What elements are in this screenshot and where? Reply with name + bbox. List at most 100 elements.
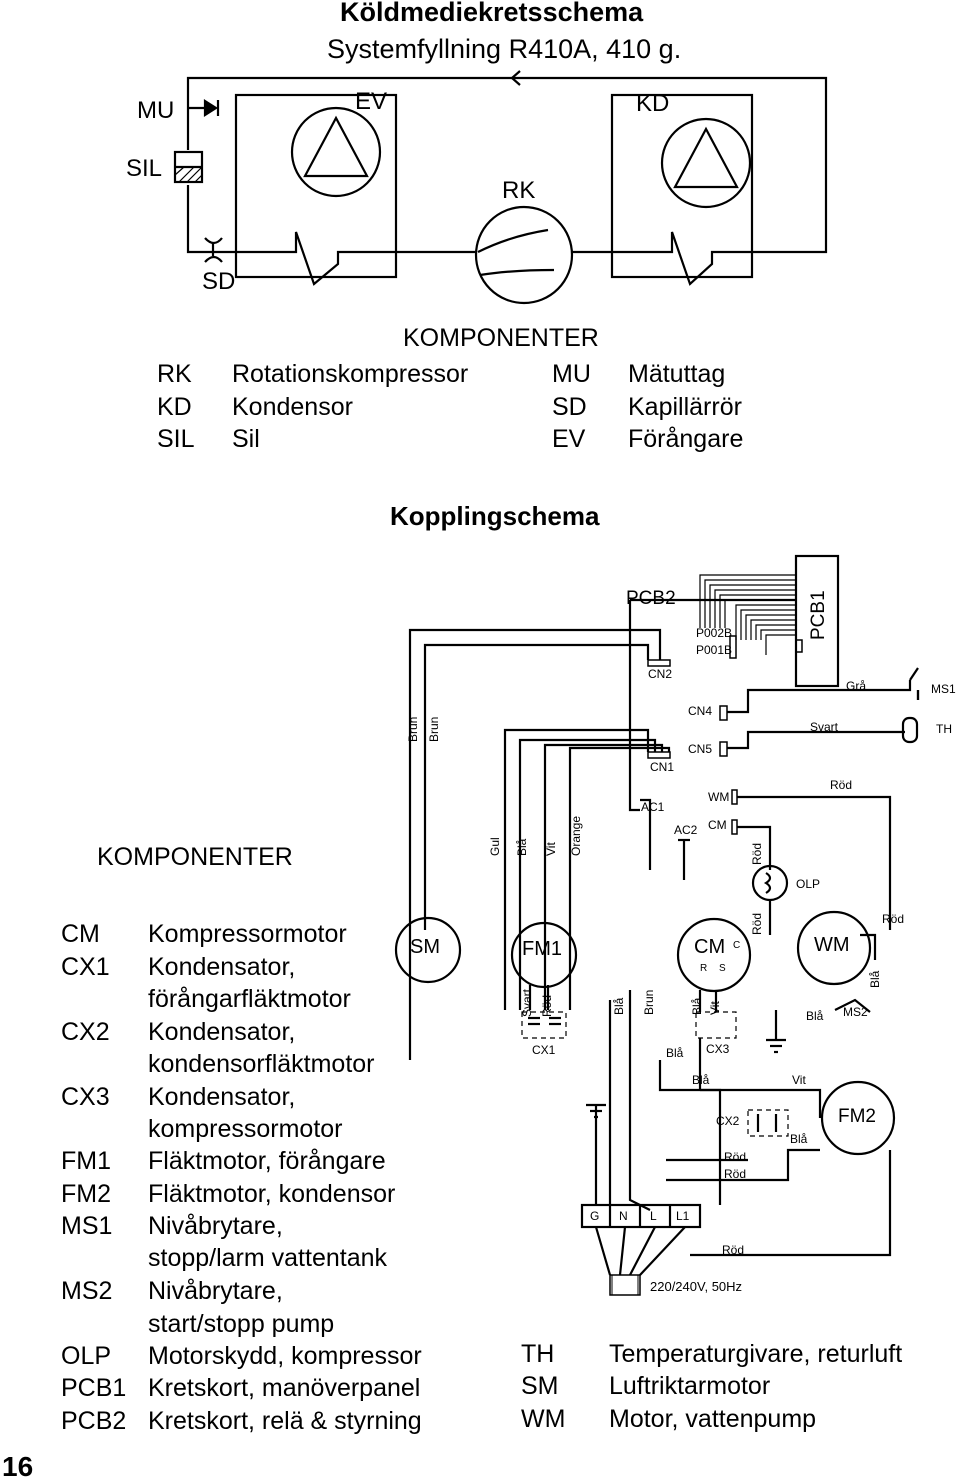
label-terminal-n: N bbox=[619, 1209, 628, 1223]
label-rod-wm2: Röd bbox=[882, 912, 905, 926]
list-item-code: PCB2 bbox=[61, 1407, 127, 1435]
page-number: 16 bbox=[2, 1451, 34, 1482]
label-bla-2: Blå bbox=[612, 997, 626, 1015]
label-rod-olp: Röd bbox=[750, 912, 764, 935]
list-item-name: Förångare bbox=[628, 425, 744, 453]
label-brun-2: Brun bbox=[427, 716, 441, 742]
page-title: Köldmediekretsschema bbox=[340, 0, 644, 27]
label-ac1: AC1 bbox=[641, 800, 665, 814]
label-vit-2: Vit bbox=[708, 1001, 722, 1015]
list-item-name: Kapillärrör bbox=[628, 393, 742, 421]
list-item-name: Temperaturgivare, returluft bbox=[609, 1340, 903, 1368]
list-item-name-cont: kompressormotor bbox=[148, 1115, 343, 1143]
list-item-code: FM2 bbox=[61, 1180, 111, 1208]
label-ms2: MS2 bbox=[843, 1005, 868, 1019]
list-item-name: Kondensator, bbox=[148, 1083, 296, 1111]
list-item-name: Kretskort, relä & styrning bbox=[148, 1407, 422, 1435]
list-item-code: PCB1 bbox=[61, 1374, 127, 1402]
list-item-name: Fläktmotor, förångare bbox=[148, 1147, 386, 1175]
label-cx2: CX2 bbox=[716, 1114, 740, 1128]
list-item-code: FM1 bbox=[61, 1147, 111, 1175]
list-item-code: OLP bbox=[61, 1342, 112, 1370]
label-bla-4: Blå bbox=[692, 1073, 710, 1087]
list-item-code: MS1 bbox=[61, 1212, 113, 1240]
list-item-code: MU bbox=[552, 360, 591, 388]
label-bla-1: Blå bbox=[515, 838, 529, 856]
list-item-name: Sil bbox=[232, 425, 260, 453]
label-ev: EV bbox=[355, 88, 388, 115]
label-p001b: P001B bbox=[696, 643, 733, 657]
label-brun-3: Brun bbox=[642, 989, 656, 1015]
label-mu: MU bbox=[137, 97, 175, 124]
label-cx1: CX1 bbox=[532, 1043, 556, 1057]
wiring-title: Kopplingschema bbox=[390, 501, 600, 531]
label-rk: RK bbox=[502, 177, 536, 204]
list-item-name: Rotationskompressor bbox=[232, 360, 469, 388]
list-item-name: Kompressormotor bbox=[148, 920, 347, 948]
label-terminal-g: G bbox=[590, 1209, 600, 1223]
label-pcb2: PCB2 bbox=[626, 588, 676, 609]
label-cx3: CX3 bbox=[706, 1042, 730, 1056]
label-bla-cx2: Blå bbox=[790, 1132, 808, 1146]
label-olp: OLP bbox=[796, 877, 821, 891]
list-item-code: CX3 bbox=[61, 1083, 110, 1111]
label-cm-connector: CM bbox=[708, 818, 727, 832]
list-item-code: EV bbox=[552, 425, 586, 453]
list-item-code: SD bbox=[552, 393, 587, 421]
label-cm-motor: CM bbox=[694, 936, 726, 958]
label-terminal-l: L bbox=[650, 1209, 657, 1223]
label-pcb1: PCB1 bbox=[808, 590, 829, 640]
label-gul: Gul bbox=[488, 837, 502, 856]
list-item-code: CX1 bbox=[61, 953, 110, 981]
list-item-name-cont: kondensorfläktmotor bbox=[148, 1050, 375, 1078]
label-orange: Orange bbox=[569, 815, 583, 856]
page-subtitle: Systemfyllning R410A, 410 g. bbox=[327, 34, 682, 64]
label-c: C bbox=[733, 940, 741, 951]
label-vit-1: Vit bbox=[544, 842, 558, 856]
list-item-code: WM bbox=[521, 1405, 566, 1433]
label-rod-cm: Röd bbox=[750, 842, 764, 865]
list-item-name: Luftriktarmotor bbox=[609, 1372, 771, 1400]
label-supply: 220/240V, 50Hz bbox=[650, 1279, 743, 1294]
label-cn5: CN5 bbox=[688, 742, 713, 756]
label-cn2: CN2 bbox=[648, 667, 673, 681]
list-item-name: Kondensor bbox=[232, 393, 353, 421]
label-p002b: P002B bbox=[696, 626, 733, 640]
label-cn1: CN1 bbox=[650, 760, 675, 774]
list-item-name-cont: start/stopp pump bbox=[148, 1310, 335, 1338]
list-item-name: Kretskort, manöverpanel bbox=[148, 1374, 421, 1402]
label-svart: Svart bbox=[810, 720, 839, 734]
label-gra: Grå bbox=[846, 679, 867, 693]
label-rod-3: Röd bbox=[722, 1243, 745, 1257]
list-item-name: Kondensator, bbox=[148, 953, 296, 981]
label-s: S bbox=[719, 963, 726, 974]
label-bla-cx3: Blå bbox=[666, 1046, 684, 1060]
label-sm-motor: SM bbox=[410, 936, 440, 958]
label-wm-motor: WM bbox=[814, 934, 850, 956]
label-terminal-l1: L1 bbox=[676, 1209, 690, 1223]
list-item-code: SIL bbox=[157, 425, 195, 453]
label-th: TH bbox=[936, 722, 952, 736]
label-wm-connector: WM bbox=[708, 790, 730, 804]
label-rod-wm: Röd bbox=[830, 778, 853, 792]
list-item-name: Kondensator, bbox=[148, 1018, 296, 1046]
label-cn4: CN4 bbox=[688, 704, 713, 718]
list-item-name-cont: stopp/larm vattentank bbox=[148, 1244, 388, 1272]
label-r: R bbox=[700, 963, 708, 974]
wiring-components-heading: KOMPONENTER bbox=[97, 843, 293, 871]
label-rod-1: Röd bbox=[724, 1150, 747, 1164]
label-bla-ms2: Blå bbox=[868, 970, 882, 988]
list-item-code: KD bbox=[157, 393, 192, 421]
label-brun-1: Brun bbox=[406, 716, 420, 742]
label-kd: KD bbox=[636, 90, 670, 117]
label-ac2: AC2 bbox=[674, 823, 698, 837]
list-item-code: RK bbox=[157, 360, 192, 388]
label-fm2-motor: FM2 bbox=[838, 1106, 876, 1127]
list-item-code: CM bbox=[61, 920, 100, 948]
label-sil: SIL bbox=[126, 155, 163, 182]
list-item-name: Fläktmotor, kondensor bbox=[148, 1180, 396, 1208]
list-item-code: MS2 bbox=[61, 1277, 113, 1305]
label-rod-2: Röd bbox=[724, 1167, 747, 1181]
label-bla-3: Blå bbox=[690, 997, 704, 1015]
